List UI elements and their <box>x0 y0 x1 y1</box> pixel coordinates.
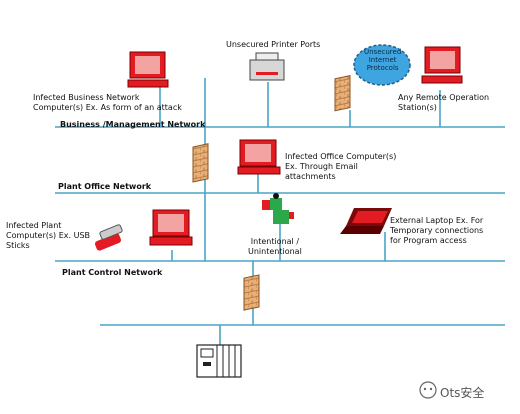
usb-stick-icon <box>94 224 123 251</box>
remote-station-label: Any Remote Operation Station(s) <box>398 93 490 112</box>
cloud-icon <box>353 44 411 86</box>
firewall-icon <box>334 74 351 112</box>
plant-control-network-label: Plant Control Network <box>62 268 163 277</box>
laptop-icon <box>340 208 392 234</box>
infected-business-label: Infected Business Network Computer(s) Ex… <box>33 93 182 112</box>
intentional-label: Intentional / Unintentional <box>248 237 302 256</box>
plant-office-network-label: Plant Office Network <box>58 182 152 191</box>
printer-ports-label: Unsecured Printer Ports <box>226 40 321 49</box>
watermark-icon <box>419 381 437 399</box>
computer-icon <box>127 51 169 88</box>
business-network-label: Business /Management Network <box>60 120 206 129</box>
person-icon <box>262 193 294 224</box>
computer-icon <box>149 209 193 246</box>
firewall-icon <box>243 274 260 311</box>
cloud-label: Unsecured Internet Protocols <box>364 48 402 72</box>
laptop-label: External Laptop Ex. For Temporary connec… <box>390 216 484 245</box>
computer-icon <box>421 46 463 84</box>
plc-icon <box>196 344 242 378</box>
printer-icon <box>249 52 285 81</box>
firewall-icon <box>192 143 209 183</box>
computer-icon <box>237 139 281 175</box>
infected-office-label: Infected Office Computer(s) Ex. Through … <box>285 152 397 181</box>
infected-plant-label: Infected Plant Computer(s) Ex. USB Stick… <box>6 221 91 250</box>
watermark-text: Ots安全 <box>440 386 485 400</box>
